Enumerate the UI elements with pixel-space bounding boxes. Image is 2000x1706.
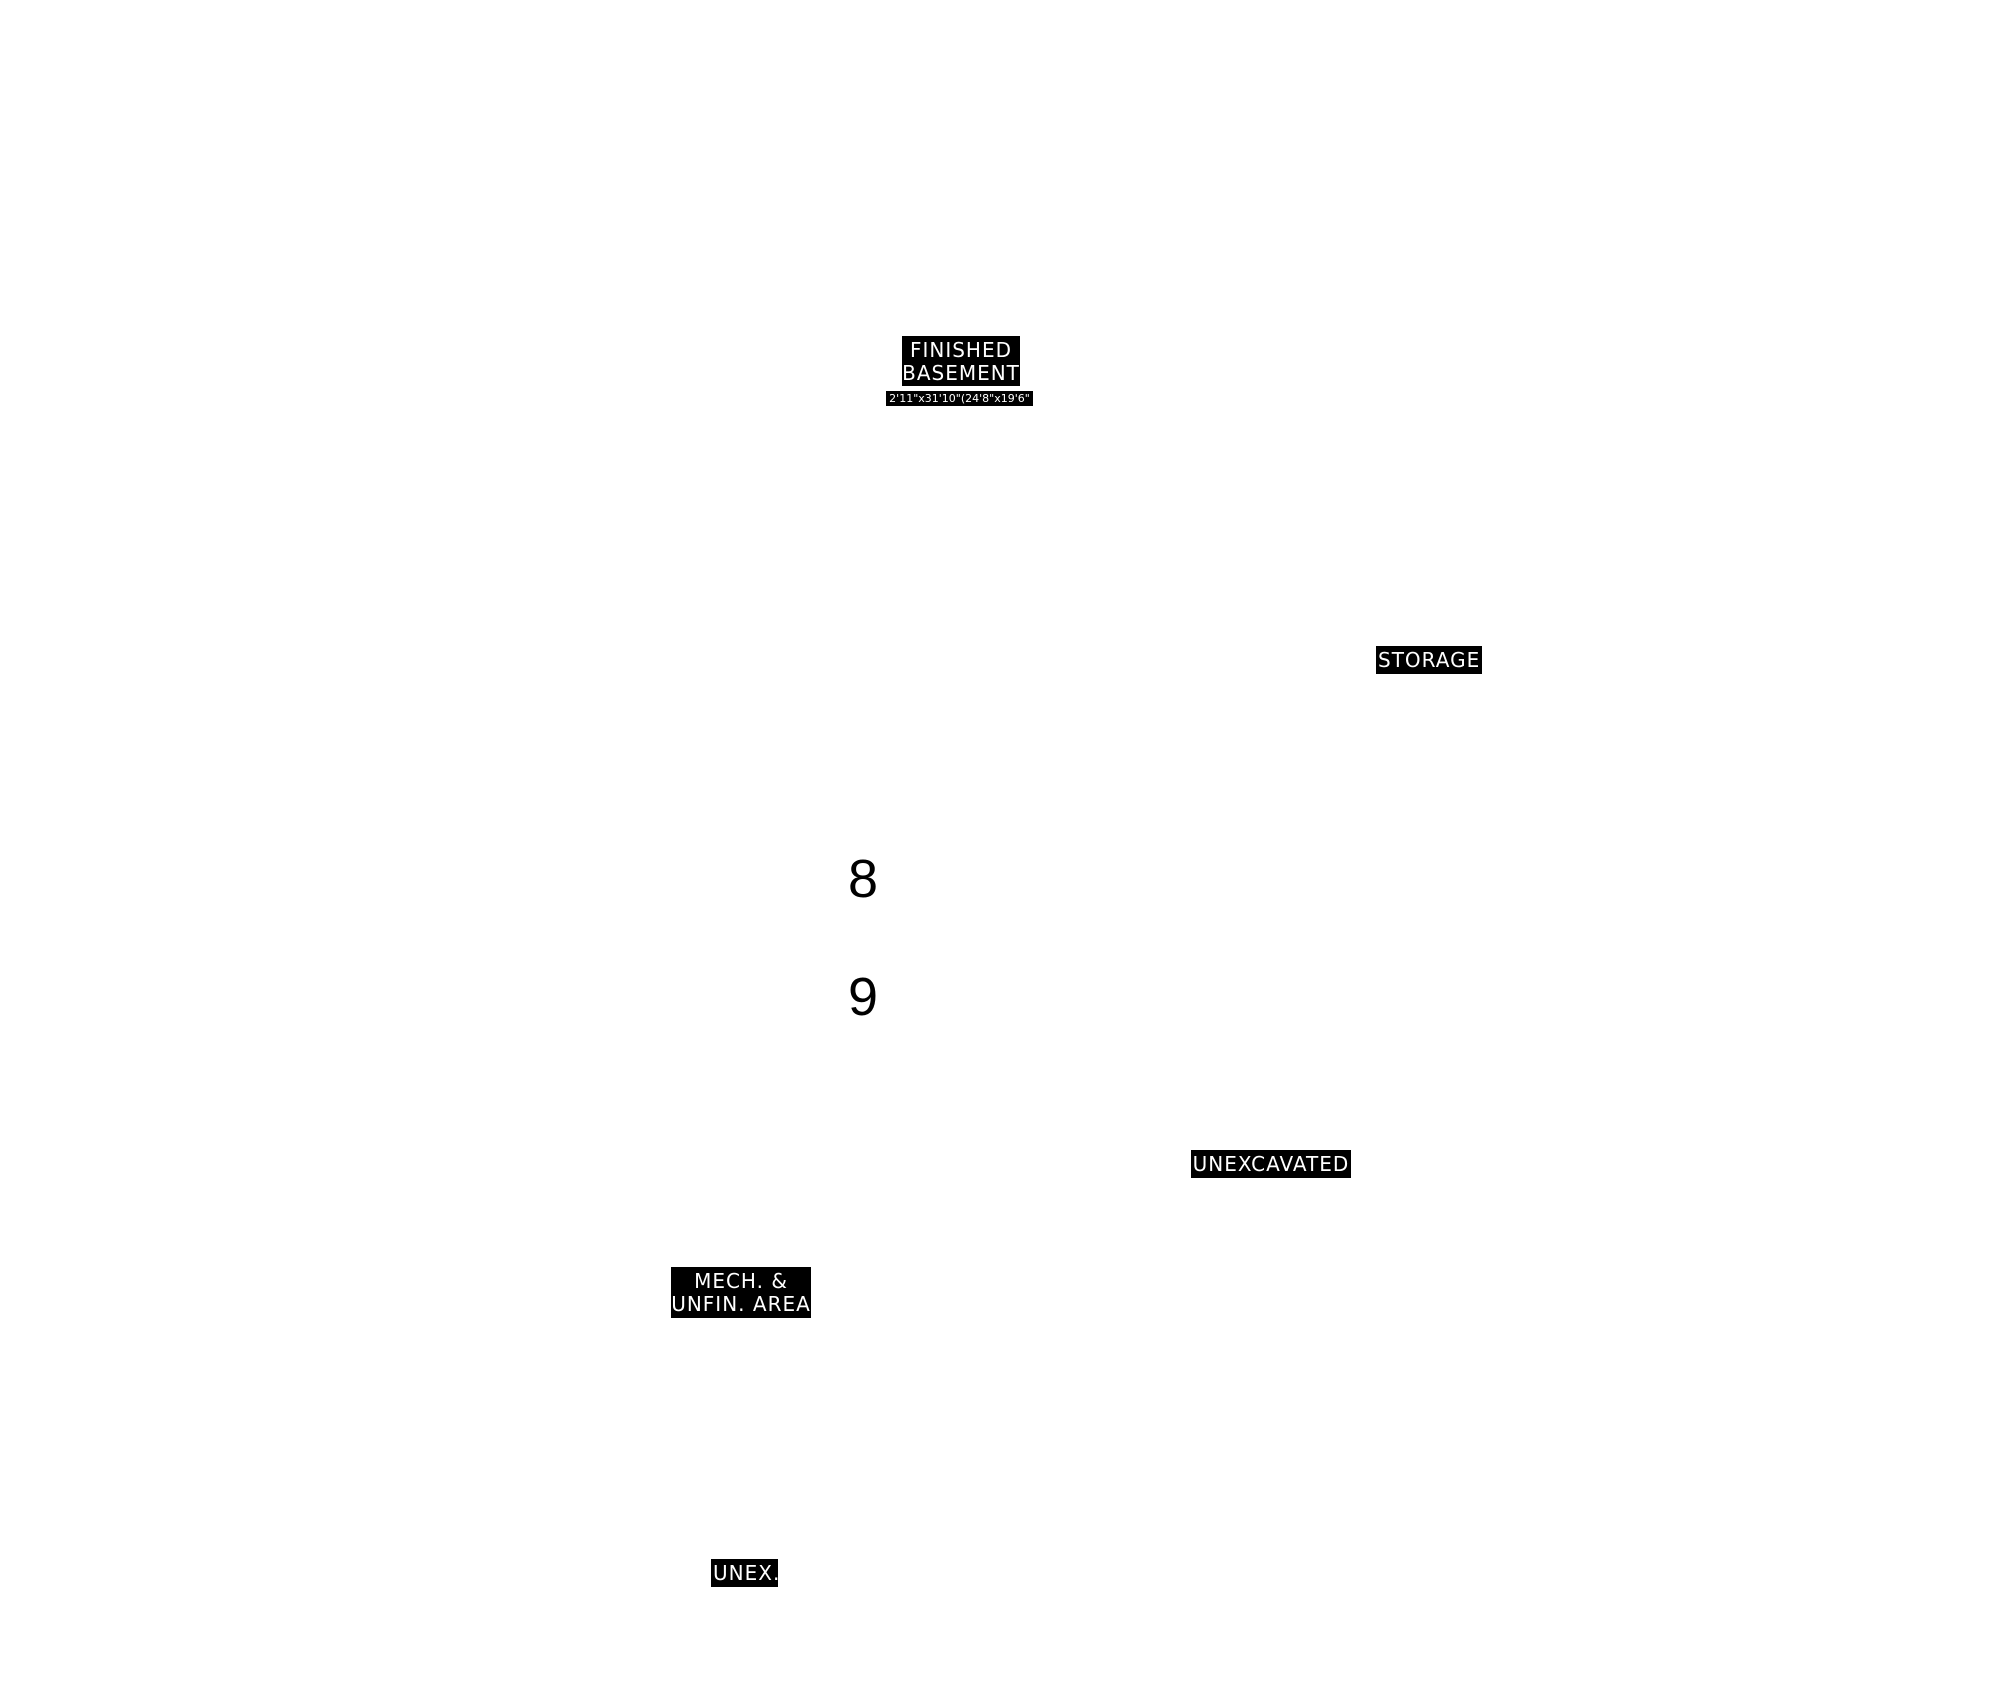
finished-basement-line1: FINISHED bbox=[909, 338, 1013, 362]
finished-basement-label: FINISHED BASEMENT bbox=[902, 336, 1020, 386]
unex-label: UNEX. bbox=[711, 1559, 781, 1587]
unexcavated-label: UNEXCAVATED bbox=[1191, 1150, 1351, 1178]
finished-basement-line2: BASEMENT bbox=[902, 361, 1020, 385]
finished-basement-dimensions: 2'11"x31'10"(24'8"x19'6" bbox=[886, 391, 1033, 406]
mech-area-line1: MECH. & bbox=[694, 1269, 788, 1293]
storage-label: STORAGE bbox=[1376, 646, 1482, 674]
mech-unfinished-area-label: MECH. & UNFIN. AREA bbox=[671, 1267, 811, 1318]
marker-8: 8 bbox=[848, 849, 879, 909]
mech-area-line2: UNFIN. AREA bbox=[671, 1292, 811, 1316]
marker-9: 9 bbox=[848, 967, 879, 1027]
